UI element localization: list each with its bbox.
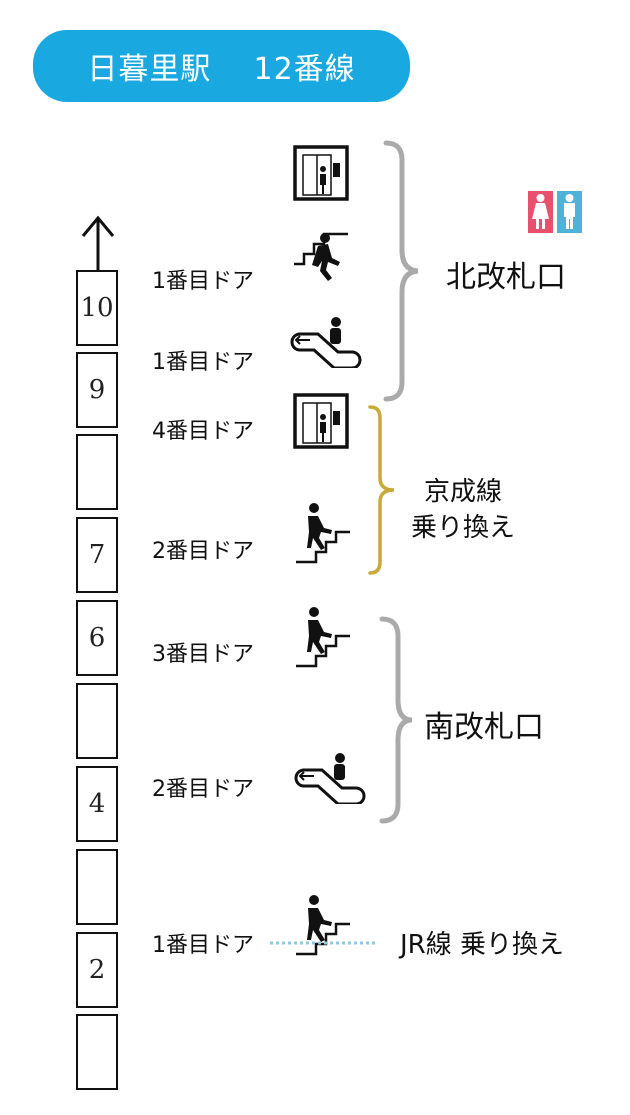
- elevator-icon: [293, 393, 349, 449]
- south-exit-brace: [379, 616, 413, 824]
- train-car-8: [76, 434, 118, 510]
- stairs-up-icon: [296, 895, 350, 956]
- train-car-4: 4: [76, 766, 118, 842]
- train-car-5: [76, 683, 118, 759]
- keisei-transfer-text: 乗り換え: [410, 513, 515, 543]
- door-label: 2番目ドア: [152, 777, 254, 802]
- elevator-icon: [293, 145, 349, 201]
- jr-transfer-label: JR線 乗り換え: [400, 930, 564, 960]
- up-arrow-icon: [81, 215, 115, 272]
- north-exit-label: 北改札口: [446, 260, 566, 295]
- train-car-3: [76, 849, 118, 925]
- track-number: 12番線: [253, 52, 356, 87]
- keisei-transfer-brace: [368, 405, 395, 575]
- door-label: 2番目ドア: [152, 539, 254, 564]
- north-exit-brace: [383, 140, 419, 402]
- train-car-6: 6: [76, 600, 118, 676]
- station-name: 日暮里駅: [87, 52, 212, 87]
- door-label: 1番目ドア: [152, 269, 254, 294]
- stairs-up-icon: [296, 503, 350, 564]
- escalator-icon: [290, 317, 362, 368]
- keisei-transfer-label: 京成線 乗り換え: [408, 474, 518, 546]
- train-car-7: 7: [76, 517, 118, 593]
- south-exit-label: 南改札口: [424, 710, 544, 745]
- stairs-up-icon: [294, 232, 348, 281]
- door-label: 1番目ドア: [152, 350, 254, 375]
- train-car-10: 10: [76, 270, 118, 346]
- station-title-banner: 日暮里駅 12番線: [33, 30, 410, 102]
- door-label: 4番目ドア: [152, 419, 254, 444]
- door-label: 3番目ドア: [152, 642, 254, 667]
- escalator-icon: [294, 753, 366, 804]
- train-car-9: 9: [76, 352, 118, 428]
- keisei-line-name: 京成線: [423, 477, 502, 507]
- train-car-2: 2: [76, 932, 118, 1008]
- train-car-1: [76, 1014, 118, 1090]
- stairs-up-icon: [296, 607, 350, 668]
- restroom-icon: [528, 191, 582, 233]
- transfer-dotted-line: [270, 941, 375, 945]
- door-label: 1番目ドア: [152, 933, 254, 958]
